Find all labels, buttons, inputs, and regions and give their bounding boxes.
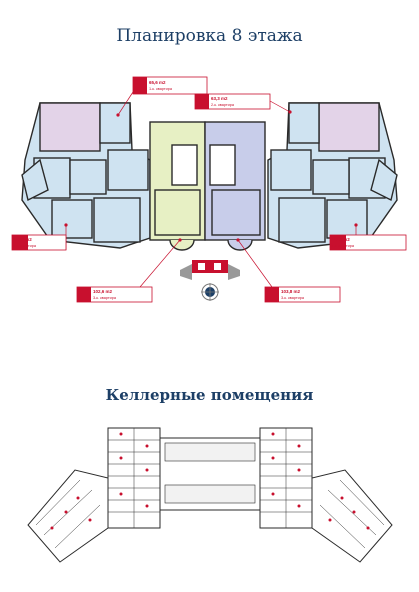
callout-area: 116,3 m2 xyxy=(13,237,32,242)
right-wing xyxy=(267,102,398,249)
cellar-unit-markers xyxy=(50,432,370,530)
left-wing xyxy=(21,102,151,249)
callout-right: 116,3 m2 3-к. квартира xyxy=(329,223,407,251)
callout-rooms: 1-к. квартира xyxy=(149,87,173,91)
callout-top-center: 63,3 m2 2-к. квартира xyxy=(194,93,292,114)
building-emblem xyxy=(180,260,240,280)
floor-plan-8: 65,6 m2 1-к. квартира 63,3 m2 2-к. кварт… xyxy=(11,76,407,303)
callout-area: 65,6 m2 xyxy=(149,80,166,85)
callout-area: 63,3 m2 xyxy=(211,96,228,101)
callout-rooms: 2-к. квартира xyxy=(211,103,235,107)
callout-bottom-right: 103,8 m2 3-к. квартира xyxy=(236,238,341,303)
callout-rooms: 3-к. квартира xyxy=(331,244,355,248)
cellar-title: Келлерные помещения xyxy=(105,386,314,404)
cellar-plan xyxy=(27,427,393,563)
callout-left: 116,3 m2 3-к. квартира xyxy=(11,223,68,251)
callout-rooms: 3-к. квартира xyxy=(93,296,117,300)
compass-icon xyxy=(201,283,219,301)
callout-rooms: 3-к. квартира xyxy=(13,244,37,248)
callout-top-left: 65,6 m2 1-к. квартира xyxy=(116,76,208,117)
callout-area: 116,3 m2 xyxy=(331,237,350,242)
callout-area: 102,6 m2 xyxy=(93,289,113,294)
callout-bottom-left: 102,6 m2 3-к. квартира xyxy=(76,238,182,303)
floor-plan-title: Планировка 8 этажа xyxy=(116,26,303,46)
callout-rooms: 3-к. квартира xyxy=(281,296,305,300)
callout-area: 103,8 m2 xyxy=(281,289,301,294)
center-block xyxy=(149,121,266,251)
